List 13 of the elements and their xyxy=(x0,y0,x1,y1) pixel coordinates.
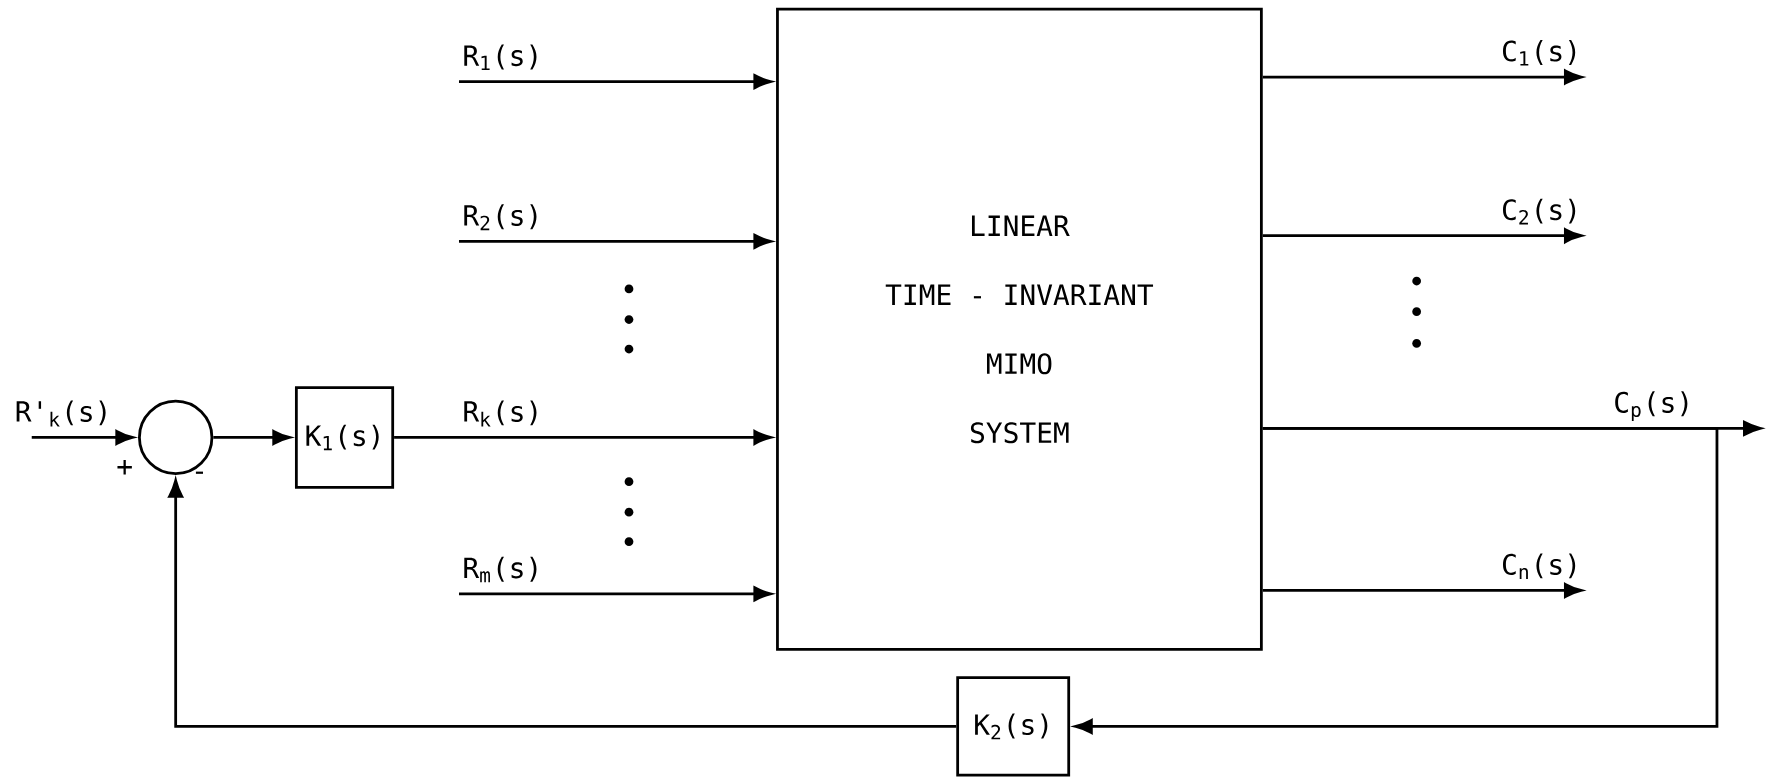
signal-label: C$_{2}$(s) xyxy=(1503,198,1576,225)
transfer-block: K$_{1}$(s) xyxy=(294,386,395,489)
sign-label: - xyxy=(195,471,203,474)
summing-junction xyxy=(138,399,214,476)
sign-label: + xyxy=(117,460,132,475)
signal-label: R$_{2}$(s) xyxy=(464,204,537,231)
signal-label: R$_{k}$(s) xyxy=(464,400,537,427)
signal-label: R$_{1}$(s) xyxy=(464,44,537,71)
signal-label: R'$_{k}$(s) xyxy=(16,400,106,427)
transfer-block: K$_{2}$(s) xyxy=(956,676,1071,777)
system-block: LINEAR TIME - INVARIANT MIMO SYSTEM xyxy=(776,7,1263,651)
signal-label: C$_{1}$(s) xyxy=(1503,40,1576,66)
signal-label: C$_{p}$(s) xyxy=(1615,391,1688,421)
